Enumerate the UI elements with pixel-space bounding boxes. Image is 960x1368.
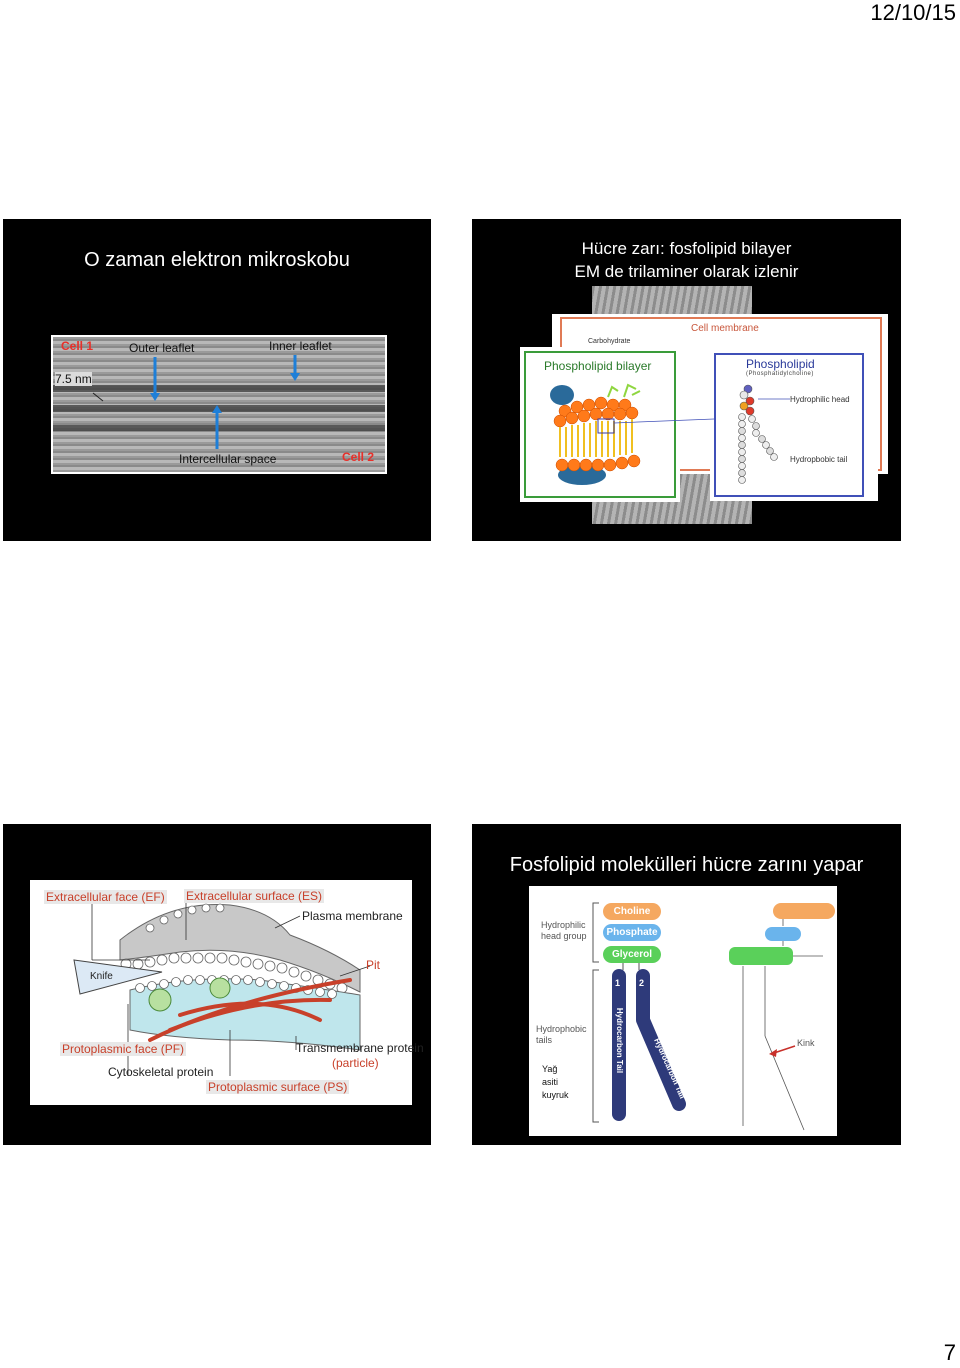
choline-pill: Choline — [603, 903, 661, 920]
outer-leaflet-label: Outer leaflet — [129, 341, 195, 355]
tail-1-text: Hydrocarbon Tail — [615, 1007, 625, 1074]
em-micrograph: Cell 1 Outer leaflet Inner leaflet 7.5 n… — [51, 335, 387, 474]
fatty-acid-note: Yağ asiti kuyruk — [542, 1064, 569, 1100]
leaflet-arrows — [92, 355, 300, 449]
bilayer-label: Phospholipid bilayer — [544, 359, 652, 373]
bilayer-card: Phospholipid bilayer — [520, 347, 680, 502]
phospholipid-frame — [714, 353, 864, 497]
slide-4: Fosfolipid molekülleri hücre zarını yapa… — [472, 824, 901, 1145]
freeze-fracture-figure: Extracellular face (EF) Extracellular su… — [30, 880, 424, 1105]
pit-label: Pit — [366, 958, 381, 972]
slide-4-title: Fosfolipid molekülleri hücre zarını yapa… — [509, 854, 864, 876]
knife-label: Knife — [90, 971, 113, 982]
plasma-membrane-label: Plasma membrane — [302, 909, 403, 923]
phospholipid-label: Phospholipid — [746, 357, 815, 371]
carbohydrate-label: Carbohydrate — [588, 338, 631, 345]
tail-2-label: 2 — [639, 978, 645, 988]
hydrophobic-tail-label: Hydropbobic tail — [790, 455, 848, 464]
slide-1-title: O zaman elektron mikroskobu — [84, 249, 350, 271]
cell2-dense-band — [53, 425, 385, 431]
header-date: 12/10/15 — [870, 0, 956, 25]
outer-dense-band — [53, 385, 385, 392]
phospholipid-molecule — [738, 384, 790, 484]
phosphate-pill: Phosphate — [603, 924, 661, 941]
es-label: Extracellular surface (ES) — [184, 889, 325, 903]
ef-label: Extracellular face (EF) — [44, 890, 167, 904]
slide-2: Hücre zarı: fosfolipid bilayer EM de tri… — [472, 219, 901, 541]
hydrophilic-head-label: Hydrophilic head — [790, 395, 850, 404]
cell-membrane-label: Cell membrane — [691, 323, 759, 334]
ps-label: Protoplasmic surface (PS) — [206, 1080, 350, 1094]
slide-2-title-line1: Hücre zarı: fosfolipid bilayer — [581, 239, 792, 258]
phospholipid-card: Phospholipid (Phosphatidylcholine) Hydro… — [710, 349, 878, 501]
cell1-label: Cell 1 — [61, 339, 94, 353]
hydrophobic-tails-label: Hydrophobic tails — [536, 1024, 587, 1045]
em-texture — [53, 337, 385, 472]
kink-label: Kink — [797, 1038, 815, 1048]
bilayer-frame — [524, 351, 676, 498]
particle-label: (particle) — [332, 1056, 379, 1070]
pf-label: Protoplasmic face (PF) — [60, 1042, 187, 1056]
bilayer-illustration — [550, 383, 641, 485]
freeze-fracture-illustration — [73, 902, 371, 1076]
intercellular-space-label: Intercellular space — [179, 452, 277, 466]
cytoskeletal-label: Cytoskeletal protein — [108, 1065, 214, 1079]
tail-1-label: 1 — [615, 978, 621, 988]
phosphatidylcholine-label: (Phosphatidylcholine) — [746, 371, 814, 377]
page-number: 7 — [943, 1340, 956, 1365]
glycerol-pill: Glycerol — [603, 946, 661, 963]
head-group-label: Hydrophilic head group — [541, 920, 587, 941]
slide-1: O zaman elektron mikroskobu Cell 1 Outer… — [3, 219, 431, 541]
transmembrane-label: Transmembrane protein — [296, 1041, 424, 1055]
scale-label: 7.5 nm — [55, 372, 92, 386]
structure-diagram — [592, 902, 835, 1131]
inner-leaflet-label: Inner leaflet — [269, 339, 332, 353]
phospholipid-structure-figure: Hydrophilic head group Hydrophobic tails… — [529, 886, 837, 1136]
zoom-connector — [613, 418, 715, 424]
cell2-label: Cell 2 — [342, 450, 375, 464]
slide-3: Extracellular face (EF) Extracellular su… — [3, 824, 431, 1145]
slide-2-title-line2: EM de trilaminer olarak izlenir — [574, 262, 799, 281]
